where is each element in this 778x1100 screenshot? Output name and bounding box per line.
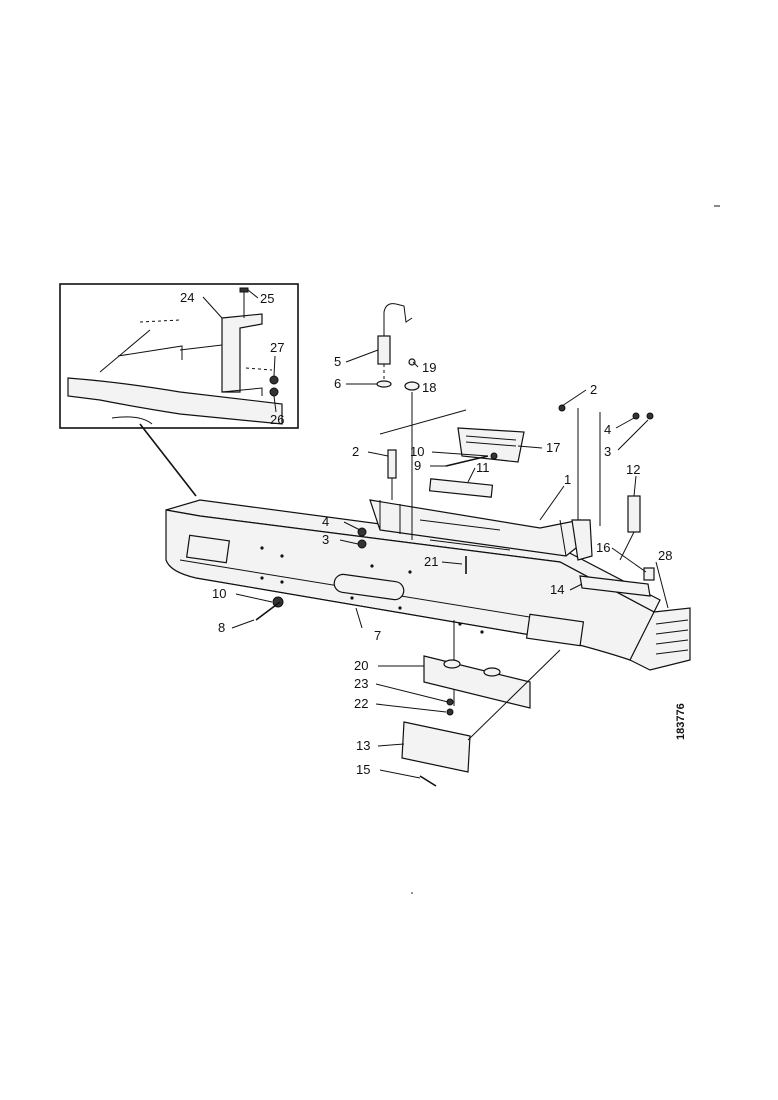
callout-18: 18	[422, 380, 436, 395]
callout-11: 11	[476, 460, 490, 475]
pin-sleeve-5	[377, 335, 391, 365]
lamp-opening-right	[525, 613, 585, 647]
screw-15	[419, 775, 437, 787]
callout-25: 25	[260, 291, 274, 306]
callout-20: 20	[354, 658, 368, 673]
washer-20	[443, 659, 461, 669]
pin-12	[627, 495, 641, 533]
callout-4-left: 4	[322, 514, 329, 529]
washer-4-right	[632, 412, 640, 420]
callout-28: 28	[658, 548, 672, 563]
callout-3-left: 3	[322, 532, 329, 547]
clip-18	[404, 381, 420, 391]
bumper-assembly	[165, 499, 691, 671]
callout-2-right: 2	[590, 382, 597, 397]
callout-10-lower: 10	[212, 586, 226, 601]
callout-2-left: 2	[352, 444, 359, 459]
washer-27	[269, 375, 279, 385]
side-plate-right	[571, 519, 593, 561]
support-frame-webs	[379, 500, 567, 557]
cover-plate-13	[401, 721, 471, 773]
inset-bumper-corner	[67, 377, 283, 425]
inset-leader-top	[139, 319, 181, 323]
bumper-rivets	[260, 546, 484, 634]
callout-26: 26	[270, 412, 284, 427]
washer-6	[376, 380, 392, 388]
bracket-11	[428, 478, 494, 498]
callout-19: 19	[422, 360, 436, 375]
callout-3-right: 3	[604, 444, 611, 459]
drawing-reference-number: 183776	[675, 703, 687, 740]
callout-7: 7	[374, 628, 381, 643]
bracket-24-foot	[221, 387, 263, 396]
callout-24: 24	[180, 290, 194, 305]
axis-13	[467, 649, 561, 741]
nut-10-upper	[490, 452, 498, 460]
callout-27: 27	[270, 340, 284, 355]
bumper-lower-edge	[195, 577, 561, 641]
inset-leader-bolt	[245, 367, 273, 371]
nut-26	[269, 387, 279, 397]
axis-5-plate	[379, 409, 467, 435]
upper-components	[255, 303, 655, 621]
washer-20b	[483, 667, 501, 677]
inset-leader-bracket	[179, 344, 223, 351]
callout-21: 21	[424, 554, 438, 569]
inset-bumper-inner	[117, 345, 183, 360]
callout-4-right: 4	[604, 422, 611, 437]
lamp-opening-left	[185, 534, 231, 564]
bolt-9	[445, 455, 489, 467]
bolt-25-head	[239, 287, 249, 293]
axis-12	[619, 531, 635, 561]
callout-12: 12	[626, 462, 640, 477]
inset-pointer	[139, 423, 197, 497]
callout-16: 16	[596, 540, 610, 555]
lanyard-pin-5	[383, 303, 413, 336]
callouts: 24 25 27 26 5 6 19 18 2 2 4 3 4 3 10 9 1…	[180, 290, 672, 777]
support-frame-ribs	[419, 519, 511, 551]
callout-15: 15	[356, 762, 370, 777]
screw-19	[408, 358, 416, 366]
nut-3-right	[646, 412, 654, 420]
callout-9: 9	[414, 458, 421, 473]
bolt-2-right	[558, 404, 566, 412]
callout-23: 23	[354, 676, 368, 691]
inset-detail	[59, 283, 299, 429]
inset-lower-lip	[111, 416, 153, 425]
leader-lines	[202, 289, 669, 779]
nut-22	[446, 708, 454, 716]
callout-8: 8	[218, 620, 225, 635]
bracket-24	[221, 313, 263, 393]
plate-17-treads	[465, 435, 517, 447]
callout-14: 14	[550, 582, 564, 597]
center-slot-7	[333, 573, 405, 601]
callout-5: 5	[334, 354, 341, 369]
inset-bumper-top-edge	[99, 329, 151, 373]
callout-10-upper: 10	[410, 444, 424, 459]
callout-17: 17	[546, 440, 560, 455]
callout-6: 6	[334, 376, 341, 391]
bolt-2-left	[387, 449, 397, 479]
lower-components	[401, 620, 561, 787]
inset-frame	[59, 283, 299, 429]
callout-1: 1	[564, 472, 571, 487]
bolt-8	[255, 601, 281, 621]
step-28	[629, 607, 691, 671]
bolt-16	[643, 567, 655, 581]
callout-13: 13	[356, 738, 370, 753]
step-28-treads	[655, 619, 689, 655]
callout-22: 22	[354, 696, 368, 711]
stray-dot	[411, 892, 413, 894]
nut-3-left	[357, 539, 367, 549]
